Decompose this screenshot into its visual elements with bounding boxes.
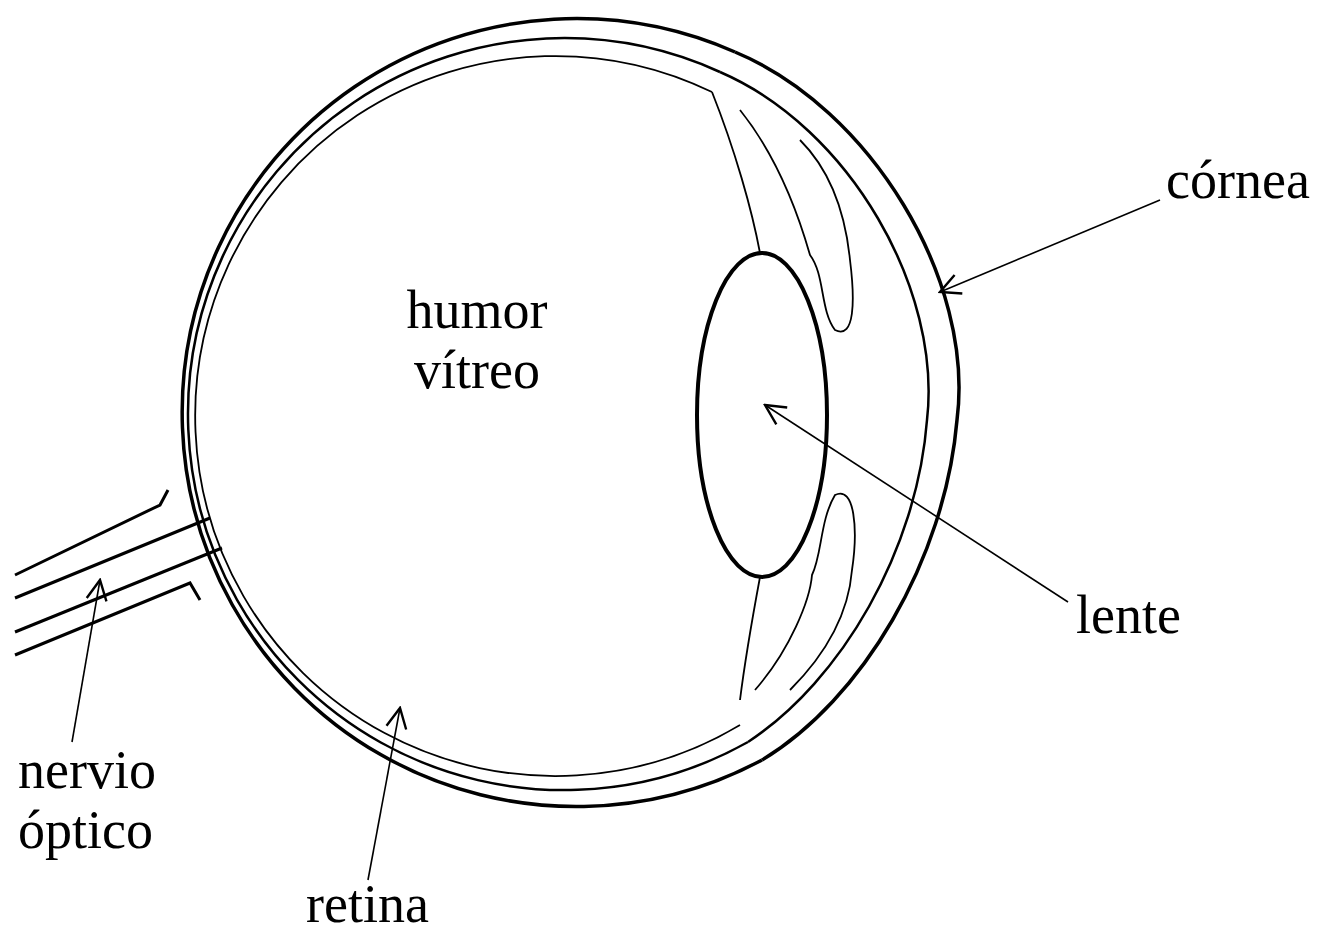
part-label: lente xyxy=(1076,585,1236,645)
part-label: nervio óptico xyxy=(18,740,168,860)
lens-shape xyxy=(697,253,827,577)
optic-nerve xyxy=(15,490,222,655)
iris-lower xyxy=(740,494,855,700)
leader-line xyxy=(940,200,1160,292)
part-label: retina xyxy=(306,874,476,934)
cornea-outer xyxy=(735,52,959,760)
part-label: córnea xyxy=(1166,150,1336,210)
nerve-wall xyxy=(15,583,200,655)
nerve-wall xyxy=(15,548,222,632)
leader-line xyxy=(765,405,1068,602)
nerve-wall xyxy=(15,490,168,575)
leader-line xyxy=(368,708,400,880)
leader-lines xyxy=(72,200,1160,880)
part-label: humor vítreo xyxy=(372,280,582,400)
choroid-line xyxy=(188,38,748,790)
leader-line xyxy=(72,580,100,742)
iris-upper xyxy=(712,92,853,332)
retina-line xyxy=(195,56,740,776)
sclera-outer xyxy=(182,19,762,807)
